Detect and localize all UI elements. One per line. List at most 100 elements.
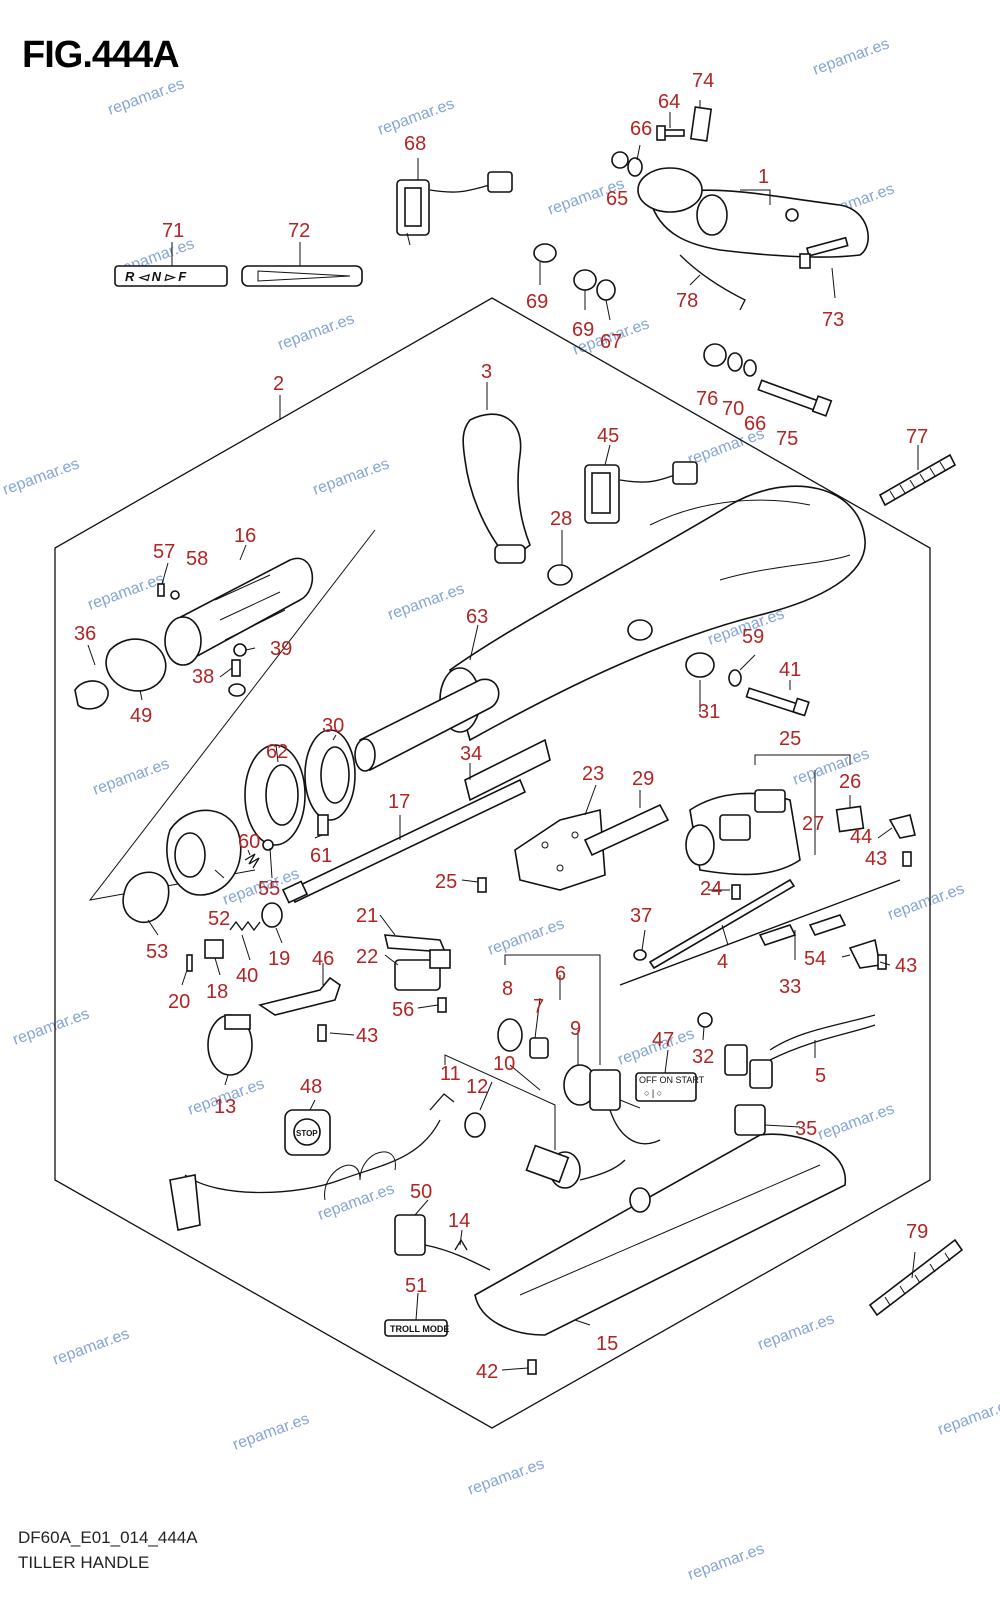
callout-28: 28 — [550, 508, 572, 530]
switch-plate-symbols: ○ | ○ — [644, 1088, 662, 1098]
screw-part-57 — [157, 583, 165, 597]
callout-56: 56 — [392, 999, 414, 1021]
clip-part-37 — [633, 949, 647, 961]
callout-14: 14 — [448, 1210, 470, 1232]
watermark: repamar.es — [1, 455, 82, 498]
shaft-part-17 — [281, 778, 527, 904]
cap-part-8 — [497, 1018, 523, 1052]
callout-46: 46 — [312, 948, 334, 970]
callout-34: 34 — [460, 743, 482, 765]
pin-part-20 — [186, 954, 193, 972]
callout-23: 23 — [582, 763, 604, 785]
callout-55: 55 — [258, 878, 280, 900]
clamp-part-28 — [547, 564, 573, 586]
cable-part-33 — [619, 879, 901, 986]
screw-part-42 — [527, 1359, 537, 1375]
collar-part-69 — [573, 269, 597, 291]
callout-33: 33 — [779, 976, 801, 998]
gasket-part-26 — [835, 805, 865, 833]
screw-part-38 — [231, 659, 241, 677]
washer-part-32 — [697, 1012, 713, 1028]
callout-43: 43 — [865, 848, 887, 870]
callout-70: 70 — [722, 398, 744, 420]
key-part-7 — [529, 1037, 549, 1059]
troll-mode-text: TROLL MODE — [390, 1324, 449, 1334]
spring-part-79 — [868, 1238, 964, 1317]
screw-part-43 — [902, 851, 912, 867]
watermark: repamar.es — [686, 1540, 767, 1583]
wire-harness-part-5 — [724, 1014, 876, 1089]
key-switch-part-9 — [563, 1064, 661, 1145]
screw-part-43 — [317, 1024, 327, 1042]
gear-ring-part-30 — [304, 729, 356, 821]
bracket-part-1 — [637, 167, 869, 258]
troll-mode-label-part-51: TROLL MODE — [384, 1319, 449, 1337]
bracket-part-23 — [514, 808, 606, 891]
washer-part-59 — [728, 669, 742, 687]
plate-part-35 — [734, 1104, 766, 1136]
lanyard-cord — [169, 1119, 441, 1231]
callout-76: 76 — [696, 388, 718, 410]
watermark: repamar.es — [486, 915, 567, 958]
leader-lines — [87, 100, 919, 1371]
figure-title: FIG.444A — [22, 34, 180, 76]
shift-plate-text: R ◅ N ▻ F — [125, 269, 187, 284]
grommet-part-31 — [685, 652, 715, 678]
callout-47: 47 — [652, 1029, 674, 1051]
watermark: repamar.es — [86, 570, 167, 613]
bolt-part-75 — [757, 379, 833, 417]
callout-61: 61 — [310, 845, 332, 867]
nut-part-39 — [233, 643, 247, 657]
callout-66: 66 — [630, 118, 652, 140]
callout-77: 77 — [906, 426, 928, 448]
callout-17: 17 — [388, 791, 410, 813]
callout-48: 48 — [300, 1076, 322, 1098]
shift-label-part-71: R ◅ N ▻ F — [114, 265, 228, 287]
callout-10: 10 — [493, 1053, 515, 1075]
callout-45: 45 — [597, 425, 619, 447]
callout-35: 35 — [795, 1118, 817, 1140]
cam-assembly-part-25 — [685, 789, 801, 876]
watermark: repamar.es — [316, 1180, 397, 1223]
callout-52: 52 — [208, 908, 230, 930]
callout-53: 53 — [146, 941, 168, 963]
callout-64: 64 — [658, 91, 680, 113]
plate-part-74 — [689, 106, 713, 142]
grip-cap-part-52 — [166, 809, 242, 896]
pin-part-61 — [317, 814, 329, 836]
bracket-part-44 — [888, 814, 916, 839]
lower-cover-part-15 — [474, 1133, 846, 1336]
washer-part-70 — [727, 352, 743, 372]
callout-69b: 69 — [572, 319, 594, 341]
grommet-part-12 — [464, 1112, 486, 1138]
tube-part-34 — [354, 678, 500, 772]
callout-69: 69 — [526, 291, 548, 313]
watermark: repamar.es — [386, 580, 467, 623]
callout-79: 79 — [906, 1221, 928, 1243]
switch-part-45 — [584, 461, 698, 524]
callout-2: 2 — [273, 373, 284, 395]
callout-36: 36 — [74, 623, 96, 645]
callout-22: 22 — [356, 946, 378, 968]
screw-part-43 — [877, 954, 887, 970]
watermark: repamar.es — [936, 1395, 1000, 1438]
callout-50: 50 — [410, 1181, 432, 1203]
figure-code: DF60A_E01_014_444A — [18, 1528, 198, 1547]
switch-plate-text: OFF ON START — [639, 1075, 705, 1085]
clip-part-78 — [679, 254, 746, 311]
callout-62: 62 — [266, 741, 288, 763]
callout-31: 31 — [698, 701, 720, 723]
callout-60: 60 — [238, 831, 260, 853]
callout-43c: 43 — [356, 1025, 378, 1047]
spring-part-60 — [244, 853, 260, 869]
nut-part-65 — [611, 151, 629, 169]
washer-part-58 — [170, 590, 180, 600]
watermark: repamar.es — [466, 1455, 547, 1498]
watermark: repamar.es — [231, 1410, 312, 1453]
washer-part-38 — [228, 683, 246, 697]
callout-25: 25 — [779, 728, 801, 750]
collar-part-19 — [261, 902, 283, 928]
callout-68: 68 — [404, 133, 426, 155]
watermark: repamar.es — [756, 1310, 837, 1353]
ball-part-55 — [262, 839, 274, 851]
